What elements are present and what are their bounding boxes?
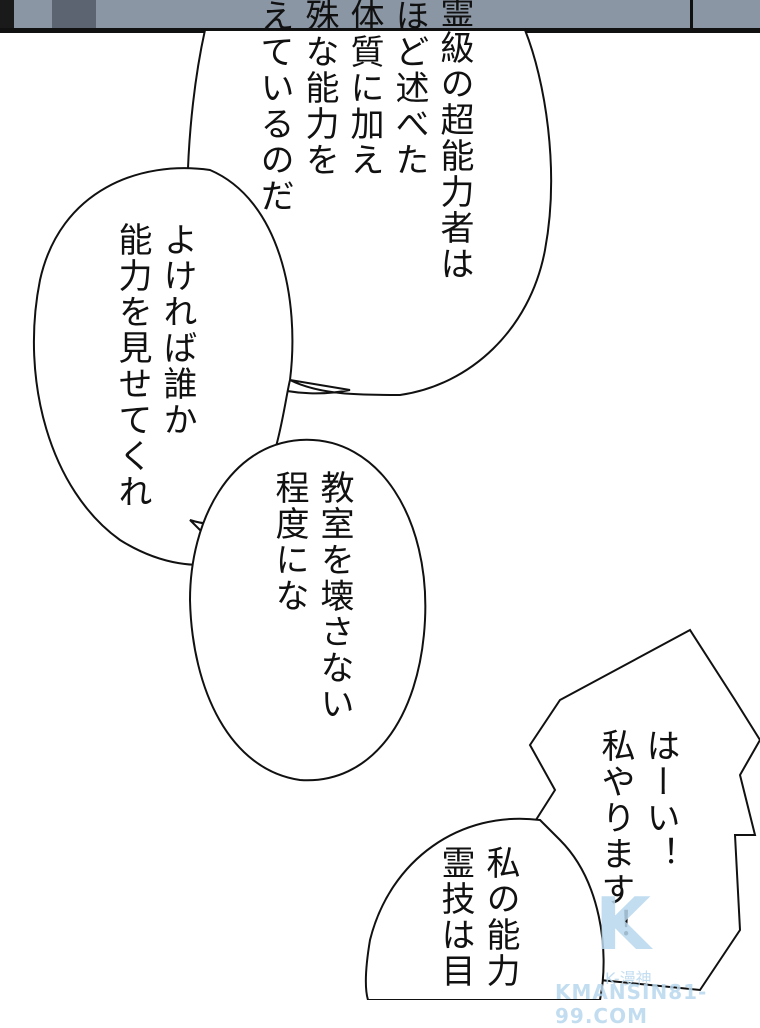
watermark: K K-漫神 KMANSIN81-99.COM (555, 880, 760, 1028)
watermark-logo: K (595, 882, 651, 966)
dialogue-column: 霊技は目 (435, 845, 475, 989)
watermark-url: KMANSIN81-99.COM (555, 980, 708, 1028)
dialogue-column: はーい！ (640, 728, 680, 872)
dialogue-column: 能力を見せてくれ (112, 222, 152, 510)
dialogue-column: よければ誰か (157, 222, 197, 438)
dialogue-column: 備えているのだ (254, 0, 294, 214)
background-line (690, 0, 693, 30)
background-shape (0, 0, 14, 30)
dialogue-column: 特殊な能力を (299, 0, 339, 178)
dialogue-column: 霊級の超能力者は (434, 0, 474, 282)
watermark-subtitle: K-漫神 (605, 969, 652, 988)
dialogue-column: 超体質に加え (344, 0, 384, 178)
dialogue-column: 教室を壊さない (314, 470, 354, 722)
background-shape (52, 0, 96, 30)
dialogue-column: 私の能力 (480, 845, 520, 989)
dialogue-column: 程度にな (269, 470, 309, 614)
dialogue-column: 私やります！ (595, 728, 635, 944)
dialogue-column: 先ほど述べた (389, 0, 429, 178)
background-panel-strip (0, 0, 760, 30)
speech-bubble-bottom (364, 817, 605, 1000)
speech-bubbles-layer (32, 29, 760, 1000)
speech-bubble-middle (188, 438, 427, 782)
